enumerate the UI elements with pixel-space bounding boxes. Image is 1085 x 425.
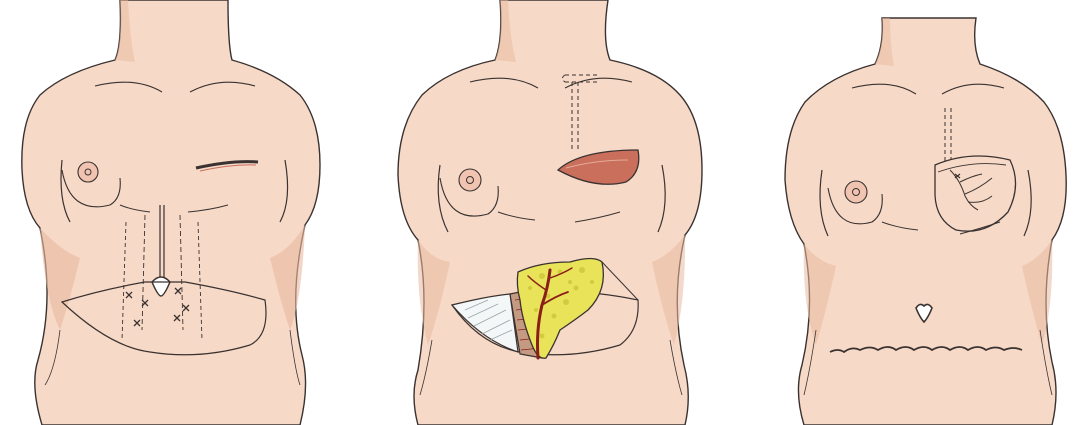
torso-outline [398,0,702,425]
torso-outline [785,18,1066,425]
nipple-areola [459,169,481,191]
panel-postoperative-result [760,0,1085,425]
nipple-areola [78,162,98,182]
nipple-areola [845,181,867,203]
panel-preoperative-markings [0,0,345,425]
torso-flap-harvest [370,0,725,425]
panel-flap-harvest [370,0,725,425]
torso-preoperative [0,0,345,425]
torso-postoperative [760,0,1085,425]
torso-outline [22,0,320,425]
